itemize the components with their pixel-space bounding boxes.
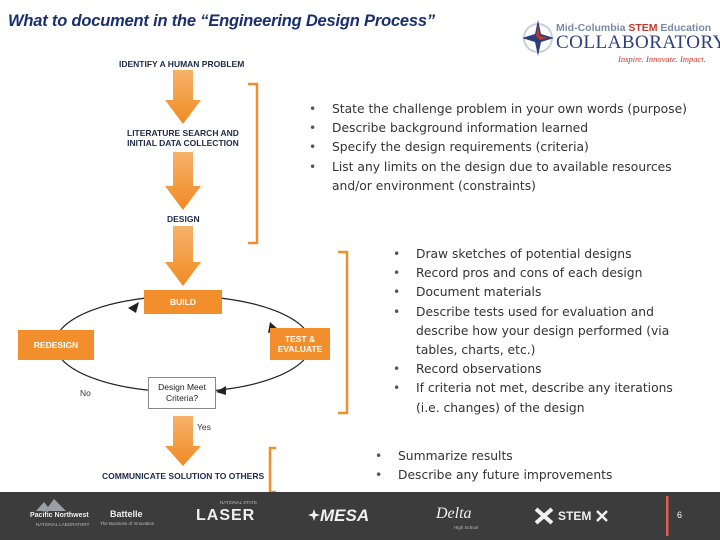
logo-main-text: COLLABORATORY xyxy=(556,32,720,53)
bullet-item: Describe any future improvements xyxy=(374,466,674,485)
step-literature-search: LITERATURE SEARCH AND INITIAL DATA COLLE… xyxy=(127,128,239,148)
bracket-group1 xyxy=(248,82,259,245)
stemx-x-icon xyxy=(534,507,554,525)
slide-title: What to document in the “Engineering Des… xyxy=(8,12,435,30)
bullets-planning: State the challenge problem in your own … xyxy=(308,100,708,196)
arrow-literature-to-design xyxy=(165,152,201,210)
mesa-logo-text: MESA xyxy=(320,506,370,525)
step-build: BUILD xyxy=(144,290,222,314)
bullet-item: Describe tests used for evaluation and d… xyxy=(392,303,692,361)
bracket-group3 xyxy=(268,446,276,492)
pnnl-logo-text: Pacific Northwest xyxy=(30,512,89,519)
laser-logo-text: LASER xyxy=(196,507,256,524)
step-design: DESIGN xyxy=(167,214,200,224)
bullet-item: If criteria not met, describe any iterat… xyxy=(392,379,692,417)
collaboratory-star-icon xyxy=(522,20,554,56)
delta-logo-text: Delta xyxy=(436,505,472,522)
bullets-build-test: Draw sketches of potential designs Recor… xyxy=(392,245,692,418)
arrow-decision-to-communicate xyxy=(165,416,201,466)
mesa-star-icon xyxy=(308,509,320,521)
step-identify-problem: IDENTIFY A HUMAN PROBLEM xyxy=(119,59,245,69)
bullet-item: Describe background information learned xyxy=(308,119,708,138)
bullet-item: Summarize results xyxy=(374,447,674,466)
arrow-identify-to-literature xyxy=(165,70,201,124)
step-communicate: COMMUNICATE SOLUTION TO OTHERS xyxy=(102,471,265,481)
bullet-item: Specify the design requirements (criteri… xyxy=(308,138,708,157)
bracket-group2 xyxy=(338,250,349,415)
footer-bar: Pacific Northwest NATIONAL LABORATORY Ba… xyxy=(0,492,720,540)
delta-logo-subtext: High School xyxy=(454,525,479,530)
bullets-communicate: Summarize results Describe any future im… xyxy=(374,447,674,486)
step-test-evaluate: TEST & EVALUATE xyxy=(270,328,330,360)
logo-tagline: Inspire. Innovate. Impact. xyxy=(618,54,706,64)
bullet-item: Record observations xyxy=(392,360,692,379)
laser-logo-top: NATIONAL STATE xyxy=(220,500,258,505)
page-number-divider xyxy=(666,496,669,536)
collaboratory-logo: Mid-Columbia STEM Education COLLABORATOR… xyxy=(518,18,720,64)
battelle-logo-subtext: The Business of Innovation xyxy=(100,521,155,526)
decision-yes-label: Yes xyxy=(197,422,211,432)
bullet-item: Record pros and cons of each design xyxy=(392,264,692,283)
arrow-design-to-build xyxy=(165,226,201,286)
stemx-small-x-icon xyxy=(596,510,608,522)
decision-no-label: No xyxy=(80,388,91,398)
bullet-item: Document materials xyxy=(392,283,692,302)
bullet-item: List any limits on the design due to ava… xyxy=(308,158,708,196)
battelle-logo-text: Battelle xyxy=(110,509,143,519)
flowchart-graphics xyxy=(54,70,349,492)
bullet-item: State the challenge problem in your own … xyxy=(308,100,708,119)
pnnl-logo-subtext: NATIONAL LABORATORY xyxy=(36,522,90,527)
step-decision-criteria: Design Meet Criteria? xyxy=(148,377,216,409)
cycle-arrowhead-build xyxy=(128,302,139,313)
pnnl-logo-icon xyxy=(36,499,66,511)
slide-number: 6 xyxy=(677,510,683,520)
logo-top-line: Mid-Columbia STEM Education xyxy=(556,22,712,34)
cycle-arrowhead-decision xyxy=(216,386,226,395)
bullet-item: Draw sketches of potential designs xyxy=(392,245,692,264)
step-redesign: REDESIGN xyxy=(18,330,94,360)
stemx-logo-text: STEM xyxy=(558,509,592,523)
